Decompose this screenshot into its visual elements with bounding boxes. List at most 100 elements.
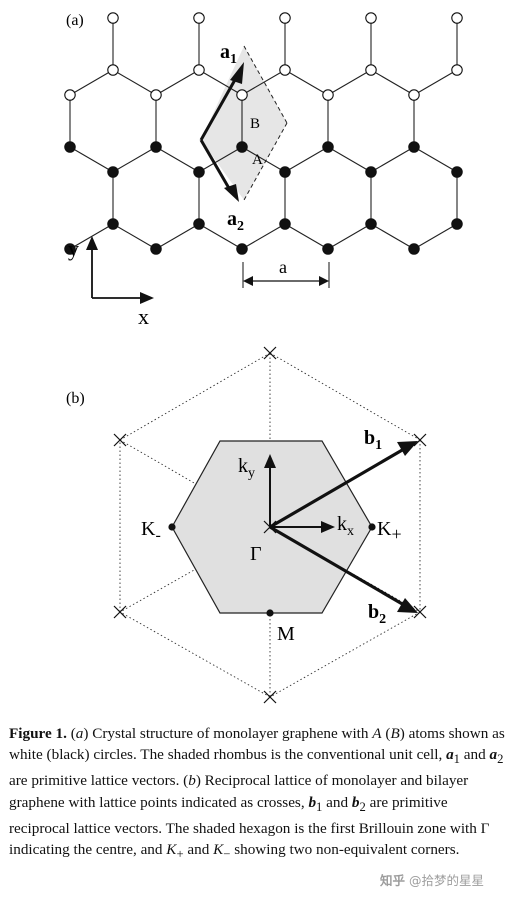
atom-b-black — [451, 218, 463, 230]
atom-b-black — [64, 141, 76, 153]
atom-a-white — [451, 64, 463, 76]
figure-canvas: (a) a1 a2 B A a y x (b) — [64, 12, 463, 704]
lattice-bond — [155, 69, 200, 96]
kx-arrowhead — [321, 521, 335, 533]
vector-a1-arrowhead — [230, 62, 244, 84]
atom-a-white — [451, 12, 463, 24]
lattice-bond — [327, 69, 372, 96]
lattice-bond — [241, 223, 286, 250]
lattice-bond — [112, 223, 157, 250]
atom-b-black — [365, 218, 377, 230]
lattice-point-cross — [113, 433, 127, 447]
vector-b2-arrow — [269, 525, 405, 607]
lattice-bonds — [69, 18, 458, 250]
cross-stroke — [263, 690, 277, 704]
lattice-bond — [69, 69, 114, 96]
unit-cell-dashed-edge — [243, 45, 288, 124]
atom-b-black — [193, 218, 205, 230]
vector-b1-arrow — [269, 447, 405, 529]
atom-a-white — [193, 12, 205, 24]
atom-b-black — [322, 141, 334, 153]
dimension-arrowhead-left — [243, 276, 253, 286]
lattice-bond — [155, 223, 200, 250]
atom-a-white — [365, 12, 377, 24]
unit-cell-dashed-edge — [243, 122, 288, 201]
cross-stroke — [113, 605, 127, 619]
atom-a-white — [279, 12, 291, 24]
panel-a: (a) a1 a2 B A a y x — [64, 12, 463, 329]
ky-arrowhead — [264, 454, 276, 468]
cross-stroke — [263, 346, 277, 360]
atom-a-white — [279, 64, 291, 76]
atom-b-black — [408, 243, 420, 255]
figure-caption: Figure 1. (a) Crystal structure of monol… — [9, 725, 505, 862]
panel-a-label: (a) — [66, 12, 84, 29]
vector-b1-label: b1 — [364, 427, 382, 453]
cross-stroke — [413, 605, 427, 619]
atom-b-black — [236, 141, 248, 153]
vector-a2-arrow — [199, 139, 232, 191]
lattice-bond — [241, 69, 286, 96]
atom-b-black — [107, 218, 119, 230]
y-axis-label: y — [68, 236, 79, 261]
cross-stroke — [413, 433, 427, 447]
atom-a-white — [408, 89, 420, 101]
atom-b-black — [408, 141, 420, 153]
lattice-bond — [198, 223, 243, 250]
lattice-bond — [327, 146, 372, 173]
atom-b-black — [279, 218, 291, 230]
lattice-bond — [284, 69, 329, 96]
lattice-bond — [198, 69, 243, 96]
k-minus-label: K- — [141, 518, 161, 544]
lattice-bond — [69, 146, 114, 173]
ky-label: ky — [238, 455, 255, 481]
lattice-bond — [413, 223, 458, 250]
atom-b-black — [451, 166, 463, 178]
lattice-bond — [370, 69, 415, 96]
lattice-bond — [69, 223, 114, 250]
lattice-bond — [112, 146, 157, 173]
lattice-bond — [155, 146, 200, 173]
gamma-label: Γ — [250, 543, 262, 565]
x-axis-label: x — [138, 304, 149, 329]
atom-b-black — [365, 166, 377, 178]
watermark: 知乎 @拾梦的星星 — [380, 873, 484, 888]
vector-b2-arrowhead — [397, 598, 418, 613]
x-axis-arrowhead — [140, 292, 154, 304]
k-plus-label: K+ — [377, 518, 402, 544]
atom-a-white — [193, 64, 205, 76]
vector-a2-label: a2 — [227, 208, 244, 234]
lattice-bond — [370, 223, 415, 250]
unit-cell-rhombus — [201, 46, 287, 200]
lattice-atoms — [64, 12, 463, 255]
atom-a-label: A — [252, 152, 263, 168]
atom-a-white — [365, 64, 377, 76]
kx-label: kx — [337, 513, 354, 539]
lattice-point-cross — [413, 433, 427, 447]
dotted-outer-edge — [119, 611, 271, 698]
lattice-bond — [370, 146, 415, 173]
atom-b-black — [150, 141, 162, 153]
lattice-bond — [198, 146, 243, 173]
m-point — [266, 609, 274, 617]
atom-b-black — [322, 243, 334, 255]
dimension-arrowhead-right — [319, 276, 329, 286]
y-axis-arrowhead — [86, 236, 98, 250]
lattice-constant-label: a — [279, 257, 287, 277]
cross-stroke — [113, 433, 127, 447]
lattice-bond — [284, 223, 329, 250]
k-minus-point — [168, 523, 176, 531]
atom-b-black — [107, 166, 119, 178]
k-plus-point — [368, 523, 376, 531]
lattice-bond — [241, 146, 286, 173]
lattice-bond — [327, 223, 372, 250]
atom-b-black — [279, 166, 291, 178]
atom-b-black — [150, 243, 162, 255]
vector-a1-arrow — [199, 77, 238, 141]
atom-a-white — [322, 89, 334, 101]
lattice-point-cross — [263, 690, 277, 704]
lattice-bond — [284, 146, 329, 173]
vector-b2-label: b2 — [368, 601, 386, 627]
atom-a-white — [236, 89, 248, 101]
lattice-bond — [413, 146, 458, 173]
